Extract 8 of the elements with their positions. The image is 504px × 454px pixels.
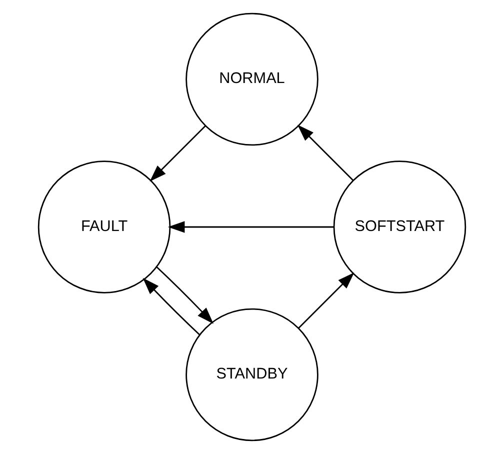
arrow	[142, 278, 200, 336]
arrow	[168, 221, 334, 233]
arrow	[298, 272, 354, 328]
node-circle: SOFTSTART	[333, 160, 466, 294]
arrow	[156, 266, 214, 324]
node-circle: NORMAL	[186, 12, 318, 146]
arrow	[297, 124, 354, 181]
arrow	[150, 126, 206, 182]
